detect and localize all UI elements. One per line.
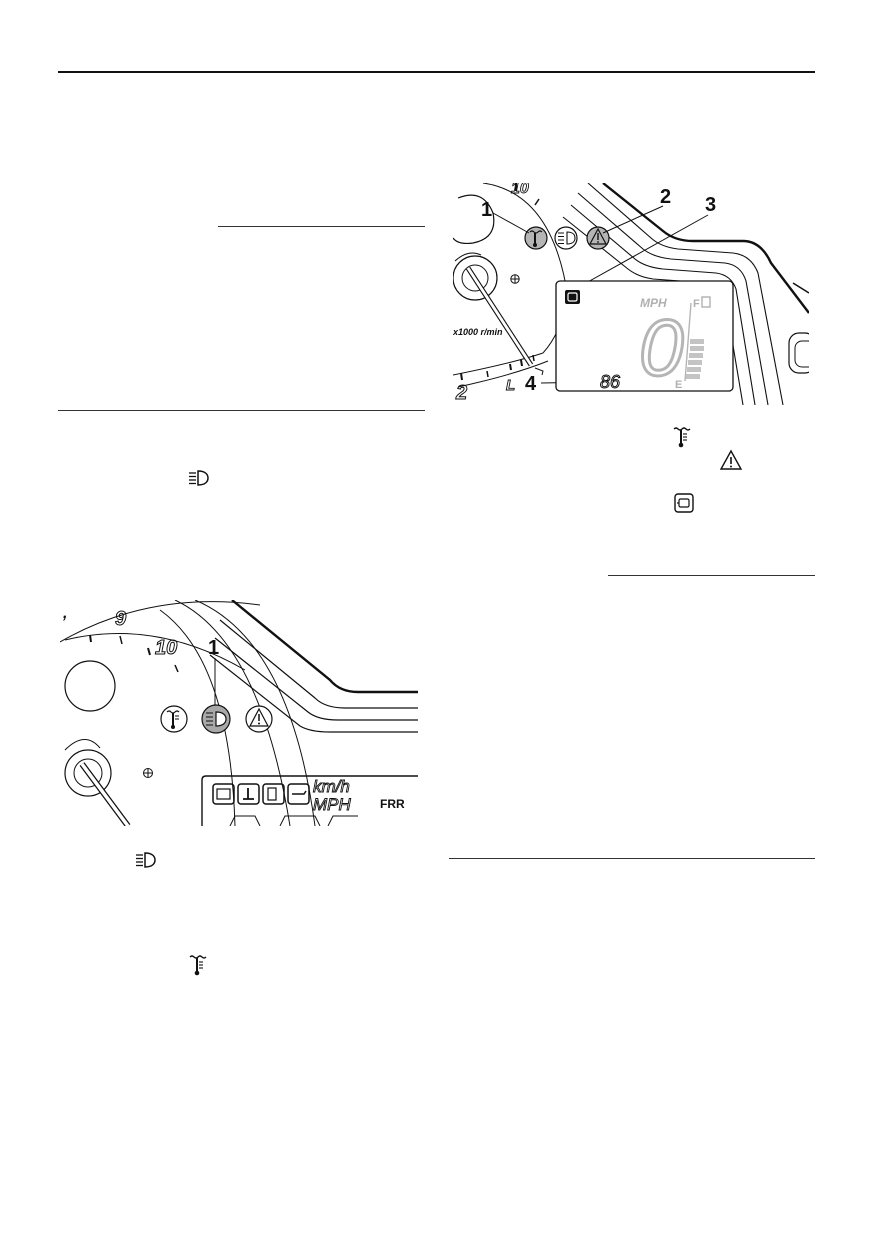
lcd-unit-mph: MPH (640, 296, 667, 310)
callout-number-4: 4 (525, 373, 537, 395)
high-beam-indicator-highlighted (201, 704, 231, 734)
coolant-temperature-indicator (160, 705, 188, 733)
section-rule-short-right (608, 575, 815, 576)
warning-indicator (245, 705, 273, 733)
meter-figure-high-beam: , 9 10 1 (60, 600, 418, 826)
lcd-unit-mph: MPH (313, 795, 352, 814)
lcd-icons-row (212, 783, 310, 805)
lcd-fuel-full: F (693, 298, 700, 310)
rpm-label: x1000 r/min (453, 327, 503, 337)
scale-label-2: 2 (455, 382, 467, 404)
warning-indicator-highlighted (586, 226, 610, 250)
svg-text:,: , (62, 605, 67, 622)
coolant-temperature-icon (673, 427, 691, 448)
scale-label-9: 9 (115, 608, 127, 630)
scale-label-10: 10 (155, 637, 177, 659)
section-rule-short-left (218, 226, 425, 227)
header-rule (58, 71, 815, 73)
callout-number-1: 1 (481, 199, 492, 221)
meter-figure-warning-lights: 10 x1000 r/min 2 L (453, 183, 809, 405)
section-rule-right (449, 858, 815, 859)
lcd-right-text: FRR (380, 797, 405, 811)
warning-triangle-icon (719, 449, 743, 470)
section-rule-left (58, 410, 425, 411)
lcd-fuel-empty: E (675, 379, 682, 391)
coolant-temperature-icon (189, 955, 207, 976)
engine-trouble-indicator (565, 290, 580, 304)
lcd-speed: 0 (639, 303, 684, 392)
callout-number-2: 2 (660, 186, 671, 208)
coolant-temperature-indicator (524, 226, 548, 250)
svg-text:10: 10 (511, 183, 529, 197)
lcd-fuel-gauge (686, 339, 704, 379)
lcd-unit-kmh: km/h (313, 777, 350, 796)
lcd-odometer: 86 (600, 372, 621, 392)
engine-trouble-icon (674, 493, 694, 513)
high-beam-icon (136, 852, 156, 868)
high-beam-icon (189, 470, 209, 486)
callout-number-1: 1 (208, 637, 219, 659)
svg-text:L: L (506, 377, 515, 394)
high-beam-indicator (554, 226, 578, 250)
callout-number-3: 3 (705, 194, 716, 216)
